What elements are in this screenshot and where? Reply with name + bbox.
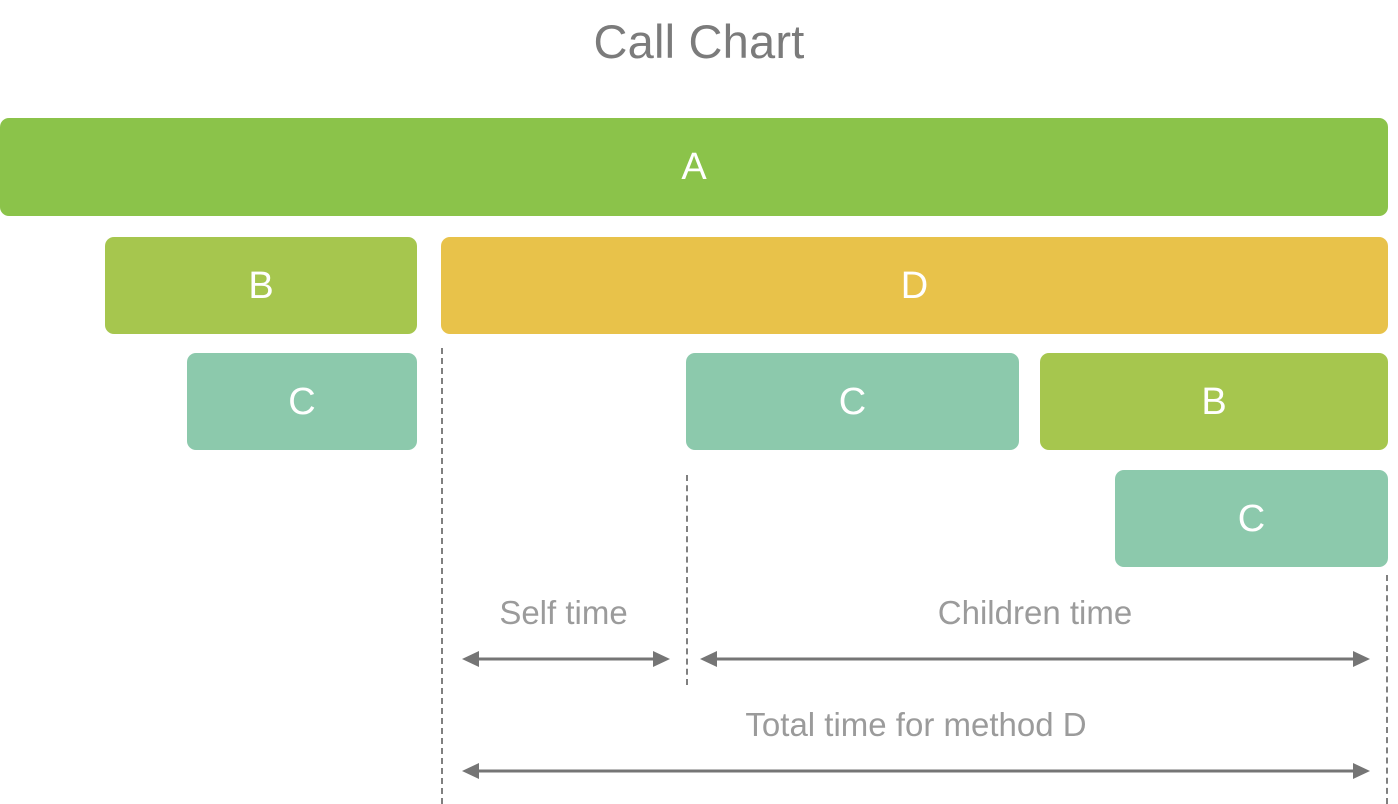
guide-line-d-end: [1386, 575, 1388, 804]
call-bar-c-d3-0[interactable]: C: [1115, 470, 1388, 567]
page-title: Call Chart: [593, 15, 805, 68]
call-bar-c-d2-0[interactable]: C: [187, 353, 417, 450]
measure-arrow-self-time: [462, 651, 670, 667]
call-bar-b-d1-0[interactable]: B: [105, 237, 417, 334]
call-bar-label: C: [288, 380, 316, 423]
call-bar-a-d0-0[interactable]: A: [0, 118, 1388, 216]
guide-line-d-self-end: [686, 475, 688, 685]
call-bar-label: B: [1201, 380, 1227, 423]
call-bar-label: D: [900, 264, 929, 307]
call-bar-c-d2-1[interactable]: C: [686, 353, 1019, 450]
call-bar-label: C: [838, 380, 867, 423]
measure-label-total-time: Total time for method D: [745, 706, 1087, 743]
call-bar-d-d1-1[interactable]: D: [441, 237, 1388, 334]
measure-label-self-time: Self time: [499, 594, 628, 631]
call-bar-label: A: [681, 146, 707, 188]
call-bar-label: C: [1237, 497, 1266, 540]
measure-arrow-children-time: [700, 651, 1370, 667]
call-bar-b-d2-2[interactable]: B: [1040, 353, 1388, 450]
guide-line-d-start: [441, 348, 443, 804]
measure-label-children-time: Children time: [937, 594, 1133, 631]
measure-arrow-total-time: [462, 763, 1370, 779]
call-bar-label: B: [248, 264, 274, 307]
